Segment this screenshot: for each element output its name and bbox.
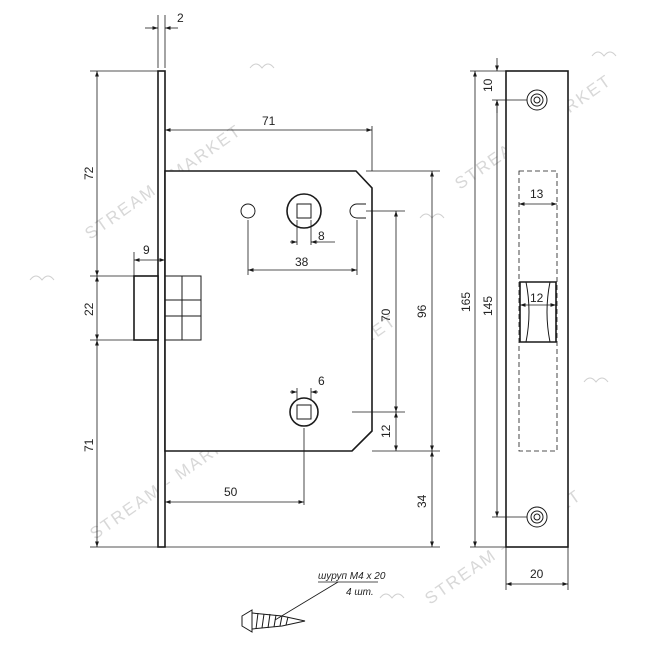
screw-leader-line bbox=[274, 581, 339, 621]
dim-bolt-backset: 50 bbox=[224, 485, 238, 499]
spindle-hole bbox=[286, 193, 322, 229]
dim-height-lower: 71 bbox=[82, 438, 96, 452]
screw-note-quantity: 4 шт. bbox=[346, 587, 374, 598]
dim-bottom-offset: 34 bbox=[415, 494, 429, 508]
dim-vertical-spacing: 70 bbox=[379, 308, 393, 322]
dim-follower-distance: 38 bbox=[295, 255, 309, 269]
screw-icon bbox=[241, 609, 306, 633]
dim-strike-upper-cutout: 13 bbox=[530, 187, 544, 201]
dim-latch-projection: 9 bbox=[143, 243, 150, 257]
watermark-mark bbox=[583, 377, 609, 383]
dim-strike-hole-spacing: 145 bbox=[481, 296, 495, 316]
latch-slot bbox=[349, 203, 366, 219]
watermark-mark bbox=[591, 51, 617, 57]
watermark-mark bbox=[29, 275, 55, 281]
dim-strike-width: 20 bbox=[530, 567, 544, 581]
dim-strike-latch-cutout: 12 bbox=[530, 291, 544, 305]
dim-bolt-square: 6 bbox=[318, 374, 325, 388]
watermark-mark bbox=[379, 593, 405, 599]
bolt-square-icon bbox=[296, 404, 312, 420]
dim-strike-hole-offset: 10 bbox=[481, 78, 495, 92]
watermark-mark bbox=[249, 63, 275, 69]
dim-backset: 71 bbox=[262, 114, 276, 128]
latch-bolt-inner bbox=[164, 275, 202, 341]
dim-strike-total-height: 165 bbox=[459, 292, 473, 312]
lock-case bbox=[164, 170, 373, 452]
dim-height-upper: 72 bbox=[82, 166, 96, 180]
screw-note-size: шуруп М4 х 20 bbox=[318, 571, 386, 582]
dim-faceplate-thickness: 2 bbox=[177, 11, 184, 25]
faceplate bbox=[157, 70, 166, 548]
bolt-hole bbox=[289, 397, 319, 427]
latch-bolt bbox=[133, 275, 159, 341]
spindle-square-icon bbox=[296, 203, 312, 219]
dim-latch-height: 22 bbox=[82, 302, 96, 316]
strike-pocket-outline bbox=[518, 170, 558, 452]
dim-spindle-square: 8 bbox=[318, 229, 325, 243]
dim-case-height: 96 bbox=[415, 304, 429, 318]
dim-bolt-offset: 12 bbox=[379, 424, 393, 438]
strike-latch-cutout bbox=[519, 281, 557, 343]
fixing-hole bbox=[240, 203, 256, 219]
